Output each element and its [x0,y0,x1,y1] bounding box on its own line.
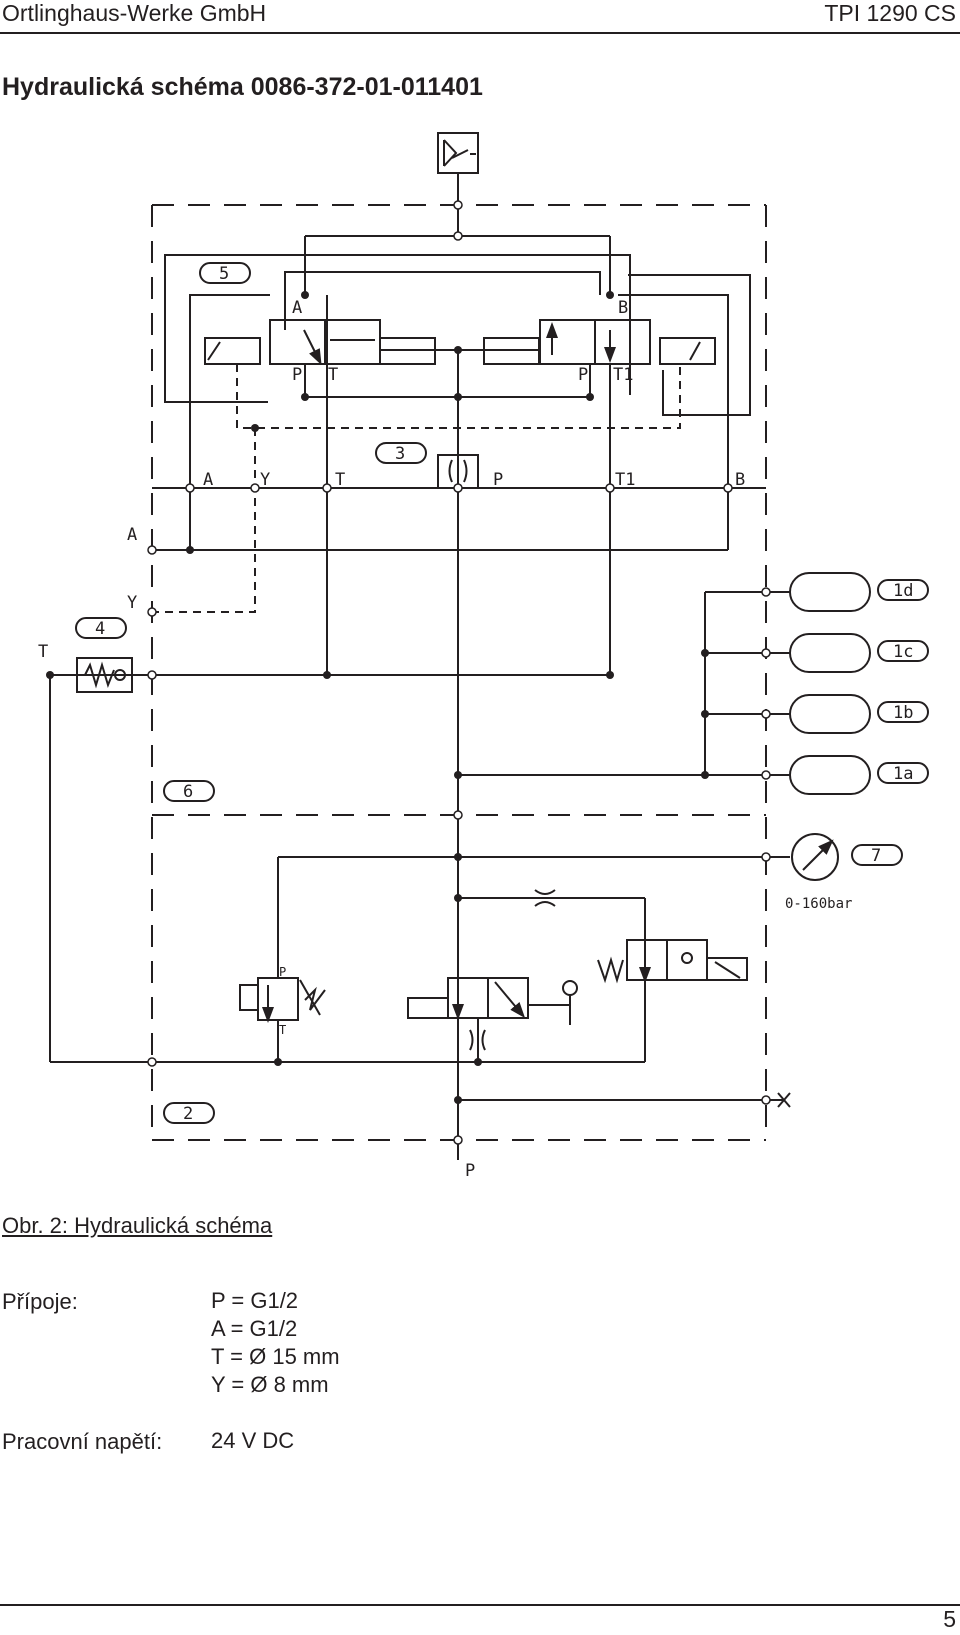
connections-label: Přípoje: [2,1289,78,1314]
relief-T: T [279,1023,286,1037]
block-A: A [203,470,213,490]
tag-1b: 1b [893,703,913,723]
footer-divider [0,1604,960,1606]
gauge-range: 0-160bar [785,896,852,912]
hydraulic-schematic: 5 3 4 6 2 7 1d 1c 1b 1a A P T B P T1 A Y… [38,132,929,1181]
port-Y: Y [127,593,137,613]
connection-T: T = Ø 15 mm [211,1344,340,1369]
tag-7: 7 [871,846,881,866]
page-title: Hydraulická schéma 0086-372-01-011401 [2,73,483,101]
page-number: 5 [943,1606,956,1632]
accumulator-1b [789,694,871,734]
tag-1d: 1d [893,581,913,601]
valve-left-P: P [292,365,302,385]
tag-4: 4 [95,619,105,639]
company-name: Ortlinghaus-Werke GmbH [2,0,267,26]
valve-left-T: T [328,365,338,385]
tag-5: 5 [219,264,229,284]
accumulator-1d [789,572,871,612]
voltage-value: 24 V DC [211,1428,295,1453]
port-T: T [38,642,48,662]
block-T: T [335,470,345,490]
relief-P: P [279,965,286,979]
header-divider [0,32,960,34]
connections-list: P = G1/2 A = G1/2 T = Ø 15 mm Y = Ø 8 mm [211,1287,340,1399]
port-A: A [127,525,137,545]
pressure-gauge [791,833,839,881]
document-code: TPI 1290 CS [824,0,956,26]
port-P: P [465,1161,475,1181]
block-B: B [735,470,745,490]
block-Y: Y [260,470,270,490]
tag-6: 6 [183,782,193,802]
connection-Y: Y = Ø 8 mm [211,1372,329,1397]
voltage-label: Pracovní napětí: [2,1429,163,1454]
figure-caption: Obr. 2: Hydraulická schéma [2,1213,273,1238]
valve-right-T1: T1 [613,365,633,385]
accumulator-1a [789,755,871,795]
block-P: P [493,470,503,490]
tag-1c: 1c [893,642,913,662]
valve-right-B: B [618,298,628,318]
block-T1: T1 [615,470,635,490]
tag-3: 3 [395,444,405,464]
accumulator-1c [789,633,871,673]
valve-left-A: A [292,298,302,318]
valve-right-P: P [578,365,588,385]
connection-P: P = G1/2 [211,1288,299,1313]
connection-A: A = G1/2 [211,1316,298,1341]
tag-1a: 1a [893,764,913,784]
tag-2: 2 [183,1104,193,1124]
